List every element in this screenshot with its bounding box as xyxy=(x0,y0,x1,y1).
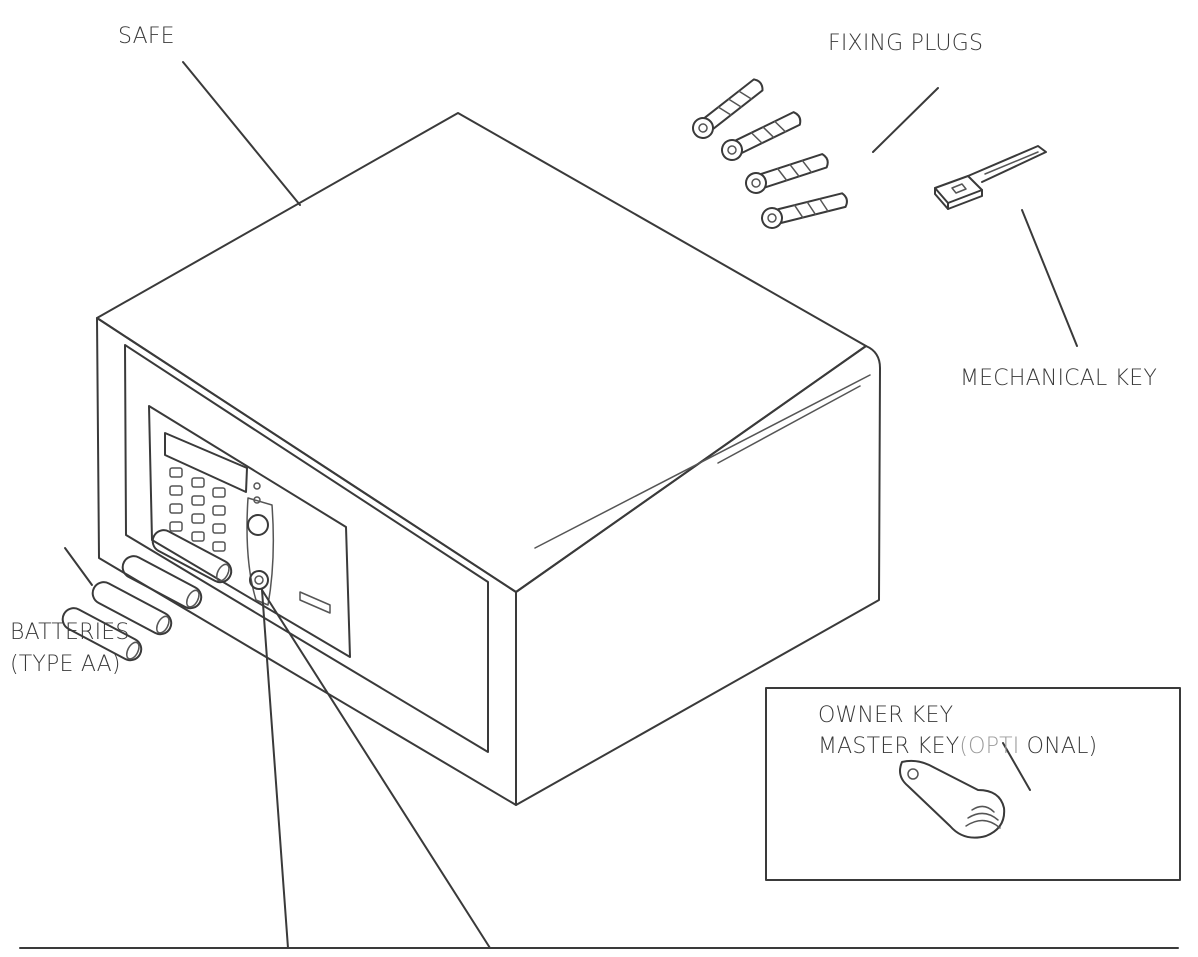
fixing-plug xyxy=(745,153,829,194)
safe-knob xyxy=(247,514,269,536)
fixing-plug xyxy=(692,78,764,139)
battery xyxy=(121,555,203,610)
label-batteries-type: (TYPE AA) xyxy=(10,652,121,677)
safe-top-face xyxy=(96,112,867,593)
label-master-key-faded: (OPTI xyxy=(959,734,1020,759)
label-mechanical-key: MECHANICAL KEY xyxy=(960,366,1158,391)
batteries-illustration xyxy=(61,529,233,662)
safe-handle xyxy=(299,591,331,614)
leader-batteries xyxy=(64,547,93,586)
battery xyxy=(91,581,173,636)
safe-side-highlight xyxy=(534,374,871,549)
label-batteries: BATTERIES xyxy=(10,620,130,645)
leader-fixing-plugs xyxy=(872,87,939,153)
label-owner-key: OWNER KEY xyxy=(818,703,954,728)
label-fixing-plugs: FIXING PLUGS xyxy=(828,31,984,56)
label-master-key-rest: ONAL) xyxy=(1019,734,1098,759)
mechanical-key-illustration xyxy=(934,145,1047,210)
fixing-plug xyxy=(761,192,848,229)
battery xyxy=(151,529,233,584)
leader-mechanical-key xyxy=(1021,209,1078,347)
owner-key-box xyxy=(765,687,1181,881)
safe-knob-plate xyxy=(246,497,275,606)
safe-door-frame xyxy=(124,344,489,753)
fixing-plug xyxy=(721,111,802,161)
leader-keyhole-left xyxy=(261,589,289,949)
safe-keypad-panel xyxy=(148,405,351,658)
safe-keyhole xyxy=(249,570,269,590)
leader-master-key xyxy=(1002,742,1031,791)
battery xyxy=(61,607,143,662)
safe-illustration xyxy=(96,112,881,949)
leader-keyhole-right xyxy=(261,589,491,949)
safe-keypad-buttons xyxy=(169,467,226,552)
label-safe: SAFE xyxy=(118,24,175,49)
fixing-plugs-illustration xyxy=(692,78,848,229)
label-master-key-prefix: MASTER KEY xyxy=(818,734,960,759)
label-master-key: MASTER KEY(OPTI ONAL) xyxy=(818,734,1097,760)
safe-side-highlight-2 xyxy=(717,385,861,464)
key-fob-illustration xyxy=(899,759,1006,839)
leader-safe xyxy=(182,61,301,206)
safe-side-face xyxy=(515,345,881,806)
safe-indicator xyxy=(253,482,261,490)
safe-display xyxy=(164,432,248,493)
